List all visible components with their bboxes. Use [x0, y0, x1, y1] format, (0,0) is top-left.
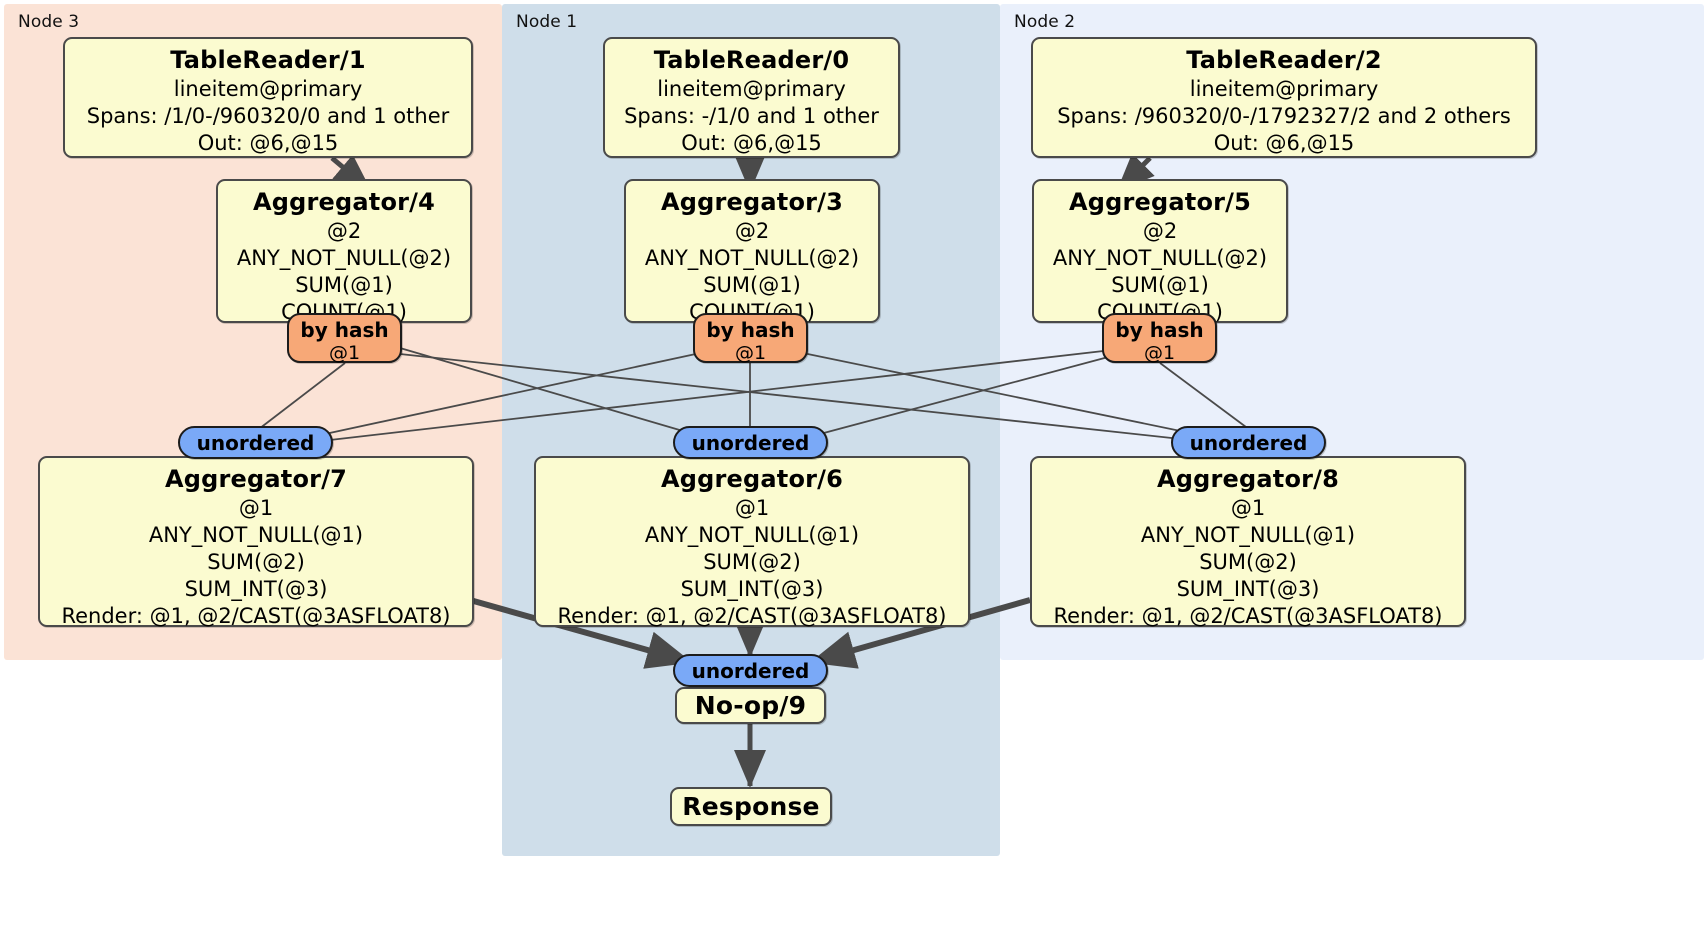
processor-aggregator-7[interactable]: Aggregator/7 @1 ANY_NOT_NULL(@1) SUM(@2)… — [38, 456, 474, 628]
processor-detail: SUM_INT(@3) — [184, 577, 328, 601]
processor-tablereader-0[interactable]: TableReader/0 lineitem@primary Spans: -/… — [603, 37, 900, 158]
processor-detail: SUM(@2) — [1199, 550, 1297, 574]
router-by-hash-right[interactable]: by hash @1 — [1102, 313, 1217, 364]
processor-render: Render: @1, @2/CAST(@3ASFLOAT8) — [61, 604, 451, 628]
processor-aggregator-5[interactable]: Aggregator/5 @2 ANY_NOT_NULL(@2) SUM(@1)… — [1032, 179, 1288, 324]
processor-detail: ANY_NOT_NULL(@2) — [1052, 246, 1268, 270]
node-label-node3: Node 3 — [18, 12, 80, 32]
processor-title: Aggregator/4 — [252, 188, 436, 216]
router-type-label: by hash — [300, 318, 389, 342]
processor-title: TableReader/1 — [170, 46, 366, 74]
processor-title: Response — [682, 792, 820, 821]
router-column-label: @1 — [328, 342, 361, 364]
processor-detail: Out: @6,@15 — [1213, 131, 1355, 155]
processor-detail: @1 — [1230, 496, 1266, 520]
processor-aggregator-6[interactable]: Aggregator/6 @1 ANY_NOT_NULL(@1) SUM(@2)… — [534, 456, 970, 628]
processor-detail: Out: @6,@15 — [197, 131, 339, 155]
processor-title: Aggregator/7 — [164, 465, 348, 493]
processor-detail: SUM_INT(@3) — [1176, 577, 1320, 601]
processor-detail: @2 — [326, 219, 362, 243]
processor-aggregator-3[interactable]: Aggregator/3 @2 ANY_NOT_NULL(@2) SUM(@1)… — [624, 179, 880, 324]
processor-detail: lineitem@primary — [173, 77, 363, 101]
processor-detail: ANY_NOT_NULL(@2) — [644, 246, 860, 270]
processor-detail: ANY_NOT_NULL(@1) — [148, 523, 364, 547]
processor-detail: SUM_INT(@3) — [680, 577, 824, 601]
processor-detail: SUM(@1) — [1111, 273, 1209, 297]
processor-detail: @2 — [734, 219, 770, 243]
processor-detail: Spans: /960320/0-/1792327/2 and 2 others — [1057, 104, 1511, 128]
processor-detail: SUM(@1) — [295, 273, 393, 297]
stream-unordered-right[interactable]: unordered — [1171, 426, 1326, 459]
processor-detail: SUM(@2) — [703, 550, 801, 574]
processor-detail: Spans: /1/0-/960320/0 and 1 other — [86, 104, 450, 128]
router-by-hash-center[interactable]: by hash @1 — [693, 313, 808, 364]
processor-title: Aggregator/5 — [1068, 188, 1252, 216]
node-label-node1: Node 1 — [516, 12, 578, 32]
router-column-label: @1 — [734, 342, 767, 364]
processor-noop-9[interactable]: No-op/9 — [675, 687, 826, 724]
processor-response[interactable]: Response — [670, 787, 832, 826]
processor-detail: @1 — [734, 496, 770, 520]
router-by-hash-left[interactable]: by hash @1 — [287, 313, 402, 364]
processor-detail: lineitem@primary — [1189, 77, 1379, 101]
processor-detail: SUM(@2) — [207, 550, 305, 574]
processor-title: Aggregator/3 — [660, 188, 844, 216]
processor-render: Render: @1, @2/CAST(@3ASFLOAT8) — [557, 604, 947, 628]
processor-detail: ANY_NOT_NULL(@1) — [1140, 523, 1356, 547]
processor-title: TableReader/2 — [1186, 46, 1382, 74]
processor-detail: ANY_NOT_NULL(@1) — [644, 523, 860, 547]
processor-detail: ANY_NOT_NULL(@2) — [236, 246, 452, 270]
processor-tablereader-2[interactable]: TableReader/2 lineitem@primary Spans: /9… — [1031, 37, 1537, 158]
stream-unordered-final[interactable]: unordered — [673, 654, 828, 687]
processor-title: TableReader/0 — [653, 46, 850, 74]
processor-render: Render: @1, @2/CAST(@3ASFLOAT8) — [1053, 604, 1443, 628]
processor-detail: Out: @6,@15 — [681, 131, 822, 155]
router-type-label: by hash — [706, 318, 795, 342]
router-type-label: by hash — [1115, 318, 1204, 342]
processor-title: No-op/9 — [694, 691, 807, 720]
node-label-node2: Node 2 — [1014, 12, 1076, 32]
processor-title: Aggregator/8 — [1156, 465, 1340, 493]
processor-title: Aggregator/6 — [660, 465, 844, 493]
processor-tablereader-1[interactable]: TableReader/1 lineitem@primary Spans: /1… — [63, 37, 473, 158]
processor-detail: @1 — [238, 496, 274, 520]
router-column-label: @1 — [1143, 342, 1176, 364]
processor-detail: SUM(@1) — [703, 273, 801, 297]
stream-unordered-center[interactable]: unordered — [673, 426, 828, 459]
stream-unordered-left[interactable]: unordered — [178, 426, 333, 459]
processor-aggregator-8[interactable]: Aggregator/8 @1 ANY_NOT_NULL(@1) SUM(@2)… — [1030, 456, 1466, 628]
processor-detail: Spans: -/1/0 and 1 other — [624, 104, 879, 128]
processor-detail: lineitem@primary — [657, 77, 846, 101]
processor-detail: @2 — [1142, 219, 1178, 243]
processor-aggregator-4[interactable]: Aggregator/4 @2 ANY_NOT_NULL(@2) SUM(@1)… — [216, 179, 472, 324]
